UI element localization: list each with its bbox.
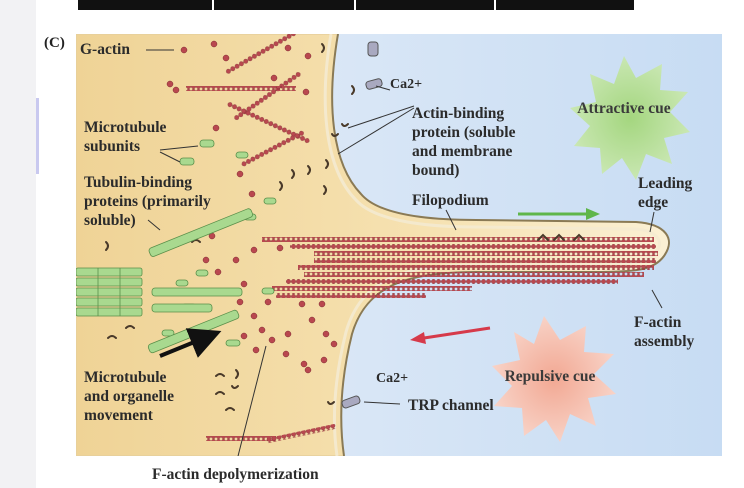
attractive-cue-star xyxy=(570,56,690,180)
label-tubulin-binding-proteins: Tubulin-binding proteins (primarily solu… xyxy=(84,174,211,229)
label-microtubule-subunits: Microtubule subunits xyxy=(84,119,167,155)
label-ca-top: Ca2+ xyxy=(390,77,423,92)
growth-cone-diagram xyxy=(76,34,722,456)
left-accent-bar xyxy=(36,98,39,174)
label-actin-binding-protein: Actin-binding protein (soluble and membr… xyxy=(412,105,516,179)
label-f-actin-depolymerization: F-actin depolymerization xyxy=(152,466,319,483)
left-margin-strip xyxy=(0,0,36,488)
repulsive-cue-label: Repulsive cue xyxy=(504,368,596,385)
label-microtubule-movement: Microtubule and organelle movement xyxy=(84,369,174,424)
filopodium-actin-bundle xyxy=(262,237,658,298)
label-trp-channel: TRP channel xyxy=(408,397,494,414)
label-g-actin: G-actin xyxy=(80,41,130,58)
attractive-cue-label: Attractive cue xyxy=(577,100,671,117)
g-actin-monomers xyxy=(166,40,338,374)
label-f-actin-assembly: F-actin assembly xyxy=(634,314,695,350)
label-leading-edge: Leading edge xyxy=(638,175,693,211)
trp-channel xyxy=(341,395,361,409)
repulsive-cue-star xyxy=(492,316,616,442)
movement-arrow xyxy=(159,328,222,358)
panel-label: (C) xyxy=(44,35,65,51)
label-filopodium: Filopodium xyxy=(412,192,489,209)
actin-meshwork-top xyxy=(225,34,306,75)
label-ca-bottom: Ca2+ xyxy=(376,371,409,386)
plasma-membrane xyxy=(331,34,670,456)
microtubule-bundle xyxy=(76,267,143,317)
previous-panel-edge xyxy=(78,0,634,10)
